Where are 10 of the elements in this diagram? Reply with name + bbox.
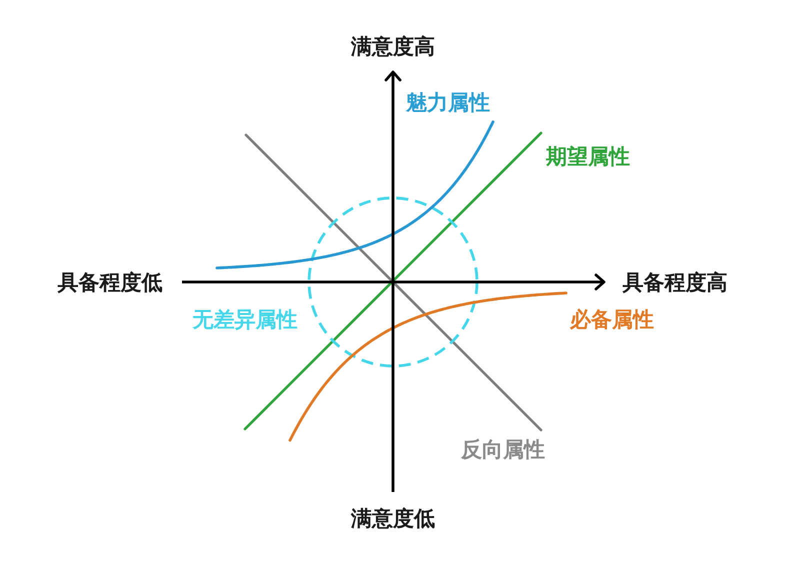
line-label: 反向属性: [461, 440, 545, 460]
circle-label: 无差异属性: [192, 310, 298, 330]
curve-label: 魅力属性: [406, 92, 490, 114]
curve-label: 必备属性: [570, 310, 654, 330]
line-label: 期望属性: [546, 146, 630, 168]
axis-label: 具备程度高: [622, 272, 728, 294]
dashed-circle: [308, 196, 478, 368]
axis-label: 具备程度低: [58, 272, 162, 294]
axis-label: 满意度低: [351, 508, 435, 530]
axis-label: 满意度高: [351, 36, 435, 58]
